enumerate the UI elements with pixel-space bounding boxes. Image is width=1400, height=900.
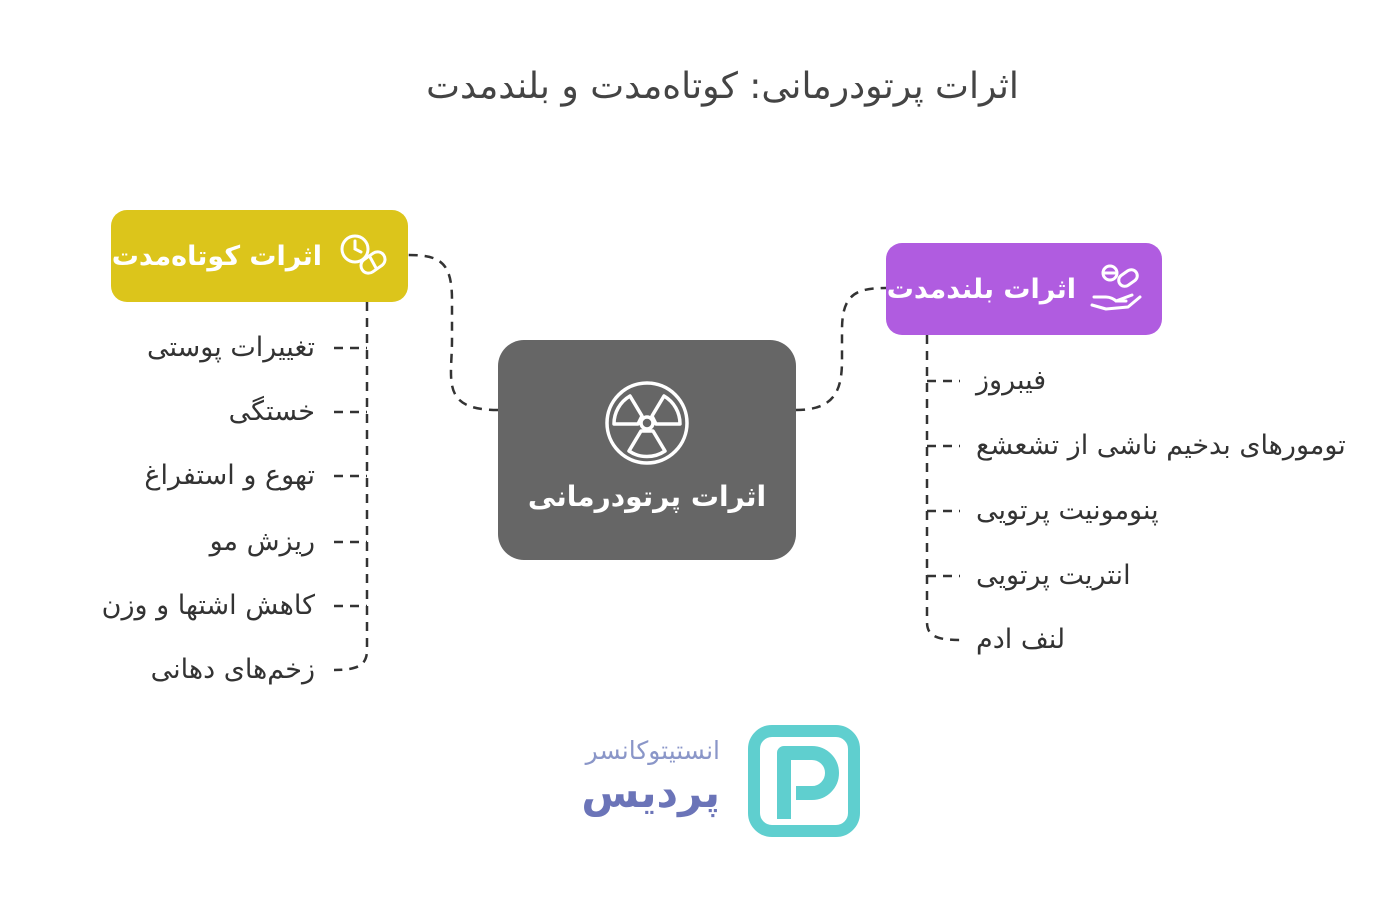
- center-node: اثرات پرتودرمانی: [498, 340, 796, 560]
- short-term-item: ریزش مو: [209, 526, 315, 557]
- short-term-label: اثرات کوتاه‌مدت: [111, 240, 322, 272]
- pills-clock-icon: [340, 234, 387, 275]
- short-term-item: خستگی: [228, 396, 315, 427]
- center-label: اثرات پرتودرمانی: [527, 480, 767, 513]
- pardis-p-logo-icon: [748, 725, 860, 837]
- short-term-node: اثرات کوتاه‌مدت: [111, 210, 408, 302]
- radiation-icon: [605, 381, 689, 465]
- long-term-label: اثرات بلندمدت: [886, 273, 1076, 305]
- long-term-node: اثرات بلندمدت: [886, 243, 1162, 335]
- short-term-item: تغییرات پوستی: [147, 332, 315, 363]
- long-term-item: پنومونیت پرتویی: [976, 495, 1159, 526]
- long-term-item: انتریت پرتویی: [976, 560, 1131, 591]
- brand-name: پردیس: [581, 768, 720, 817]
- short-term-item: تهوع و استفراغ: [144, 460, 315, 491]
- long-term-item: فیبروز: [976, 365, 1047, 396]
- page-title: اثرات پرتودرمانی: کوتاه‌مدت و بلندمدت: [426, 66, 1019, 107]
- short-term-item: زخم‌های دهانی: [150, 654, 315, 685]
- long-term-item: تومورهای بدخیم ناشی از تشعشع: [976, 430, 1346, 461]
- brand-subtitle: انستیتوکانسر: [585, 736, 720, 765]
- long-term-item: لنف ادم: [976, 624, 1066, 655]
- hand-pills-icon: [1090, 264, 1142, 311]
- short-term-item: کاهش اشتها و وزن: [101, 590, 315, 621]
